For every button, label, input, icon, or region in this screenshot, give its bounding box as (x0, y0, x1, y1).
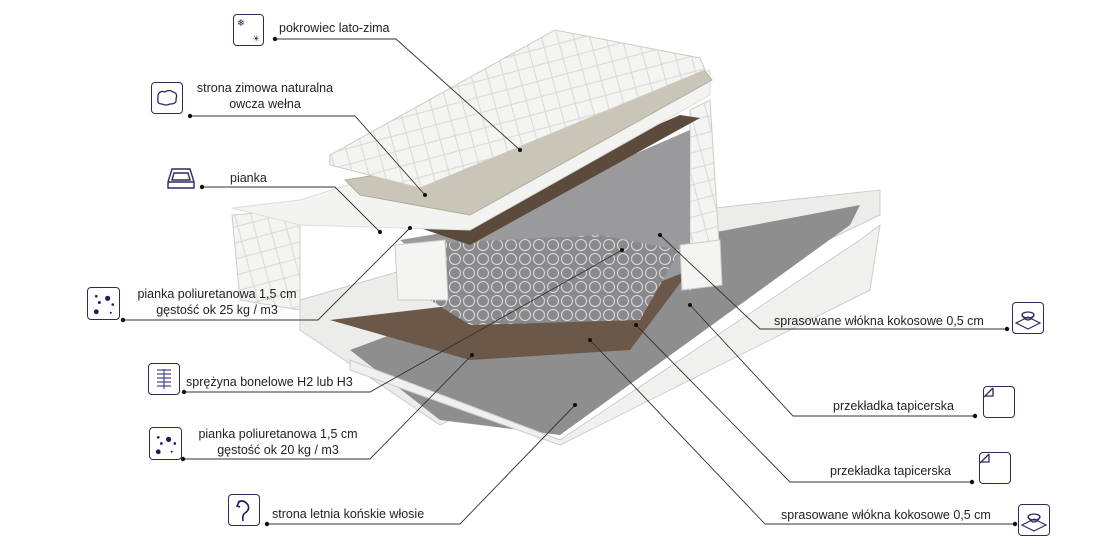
foam-block-right (679, 239, 723, 291)
label-pu25-line1: pianka poliuretanowa 1,5 cm (137, 287, 297, 301)
foam-block-left (394, 239, 449, 301)
svg-text:❄: ❄ (237, 18, 245, 29)
foam-dots-icon (149, 427, 182, 460)
coconut-fiber-icon (1012, 302, 1044, 334)
label-wool-line2: owcza wełna (229, 97, 301, 111)
label-pu20-line1: pianka poliuretanowa 1,5 cm (198, 427, 358, 441)
leader-lines (123, 38, 1015, 525)
felt-sheet-icon (983, 386, 1015, 418)
spring-icon (148, 363, 180, 395)
foam-tray-icon (166, 166, 196, 191)
coconut-fiber-icon (1018, 504, 1050, 536)
label-pu20: pianka poliuretanowa 1,5 cm gęstość ok 2… (188, 426, 368, 458)
bottom-base (349, 223, 881, 446)
label-foam: pianka (230, 171, 267, 185)
sheep-wool-icon (151, 82, 183, 114)
horse-head-icon (228, 494, 260, 526)
label-wool: strona zimowa naturalna owcza wełna (190, 80, 340, 112)
label-coconut-bottom: sprasowane włókna kokosowe 0,5 cm (781, 508, 991, 522)
felt-sheet-icon (979, 452, 1011, 484)
spring-core (410, 235, 680, 325)
label-horsehair: strona letnia końskie włosie (272, 507, 425, 521)
label-pu20-line2: gęstość ok 20 kg / m3 (217, 443, 339, 457)
label-coconut-top: sprasowane włókna kokosowe 0,5 cm (774, 314, 984, 328)
label-pu25-line2: gęstość ok 25 kg / m3 (156, 303, 278, 317)
label-pu25: pianka poliuretanowa 1,5 cm gęstość ok 2… (127, 286, 307, 318)
snowflake-sun-cover-icon: ❄☀ (233, 14, 264, 46)
label-wool-line1: strona zimowa naturalna (196, 81, 334, 95)
label-felt-top: przekładka tapicerska (833, 399, 954, 413)
label-spring: sprężyna bonelowe H2 lub H3 (186, 375, 353, 389)
leader-dots (120, 36, 1018, 527)
top-cover-quilted (329, 29, 706, 189)
svg-text:☀: ☀ (252, 34, 260, 44)
label-cover: pokrowiec lato-zima (279, 21, 390, 35)
foam-dots-icon (87, 287, 120, 320)
label-felt-bottom: przekładka tapicerska (830, 464, 951, 478)
